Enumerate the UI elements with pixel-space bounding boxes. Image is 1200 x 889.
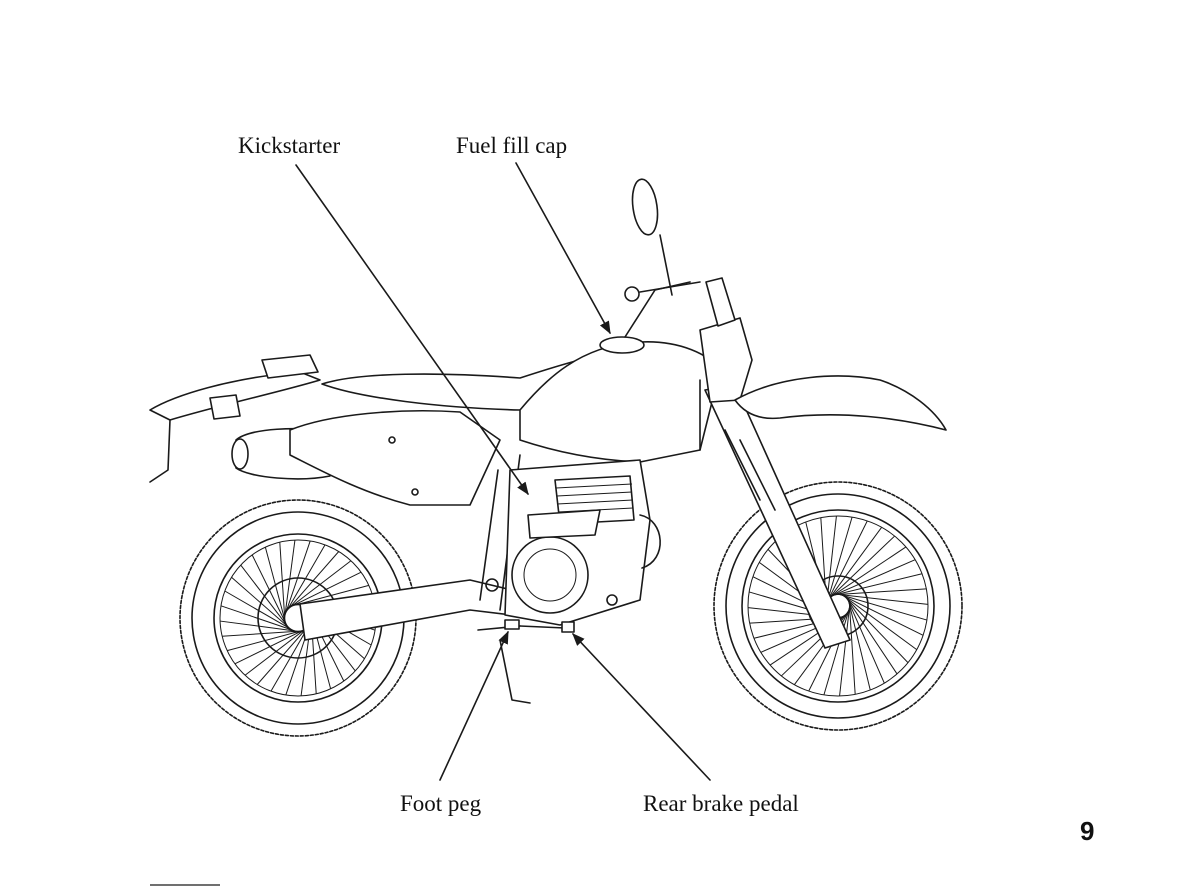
fuel-fill-cap-label: Fuel fill cap (456, 133, 568, 158)
page-number: 9 (1080, 816, 1095, 846)
engine (485, 459, 661, 626)
kickstarter-label: Kickstarter (238, 133, 341, 158)
front-wheel (713, 481, 963, 731)
foot-peg-leader (439, 630, 509, 781)
fuel-fill-cap-leader (515, 162, 611, 335)
kickstarter-leader (295, 164, 529, 496)
rear-brake-pedal-leader (572, 633, 711, 781)
foot-peg-label: Foot peg (400, 791, 482, 816)
rear-brake-pedal-label: Rear brake pedal (643, 791, 799, 816)
rear-wheel (179, 499, 417, 737)
